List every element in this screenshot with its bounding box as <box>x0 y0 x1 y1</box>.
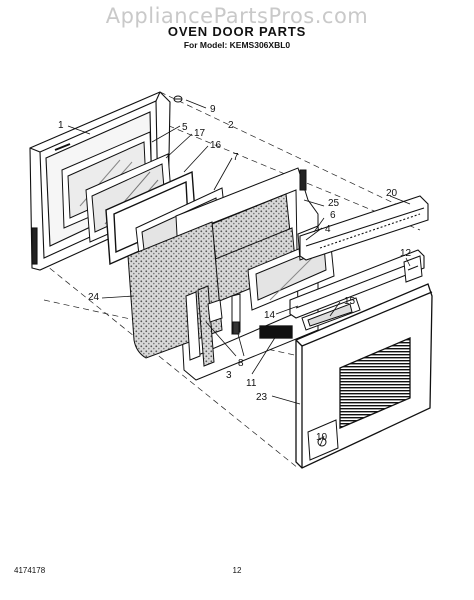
callout-7: 7 <box>233 152 239 163</box>
callout-10: 10 <box>316 432 328 443</box>
callout-leader-lines <box>67 99 411 447</box>
callout-17: 17 <box>194 128 206 139</box>
callout-23: 23 <box>256 392 268 403</box>
callout-6: 6 <box>330 210 336 221</box>
top-trim-part-20 <box>299 195 429 261</box>
callout-11: 11 <box>246 378 257 389</box>
callout-3: 3 <box>226 370 232 381</box>
page-subtitle: For Model: KEMS306XBL0 <box>183 40 291 50</box>
callout-12: 12 <box>400 248 412 259</box>
watermark: AppliancePartsPros.com <box>105 4 369 28</box>
page-number: 12 <box>232 566 242 575</box>
callout-4: 4 <box>325 224 331 235</box>
callout-20: 20 <box>386 188 398 199</box>
page-title: OVEN DOOR PARTS <box>167 24 307 39</box>
document-number: 4174178 <box>14 566 46 575</box>
callout-5: 5 <box>182 122 188 133</box>
outer-door-panel-part-23 <box>259 283 433 469</box>
callout-1: 1 <box>58 120 64 131</box>
callout-14: 14 <box>264 310 276 321</box>
screw-part-9 <box>173 95 183 103</box>
callout-16: 16 <box>210 140 222 151</box>
callout-2: 2 <box>228 120 234 131</box>
handle-part-14 <box>289 249 425 319</box>
callout-24: 24 <box>88 292 100 303</box>
bracket-part-8 <box>207 293 241 335</box>
callout-15: 15 <box>344 296 356 307</box>
callout-labels: 1 2 3 4 5 6 7 8 9 10 11 12 14 15 16 17 2… <box>58 104 412 443</box>
callout-9: 9 <box>210 104 216 115</box>
spacer-part-3 <box>185 285 215 367</box>
callout-25: 25 <box>328 198 340 209</box>
callout-8: 8 <box>238 358 244 369</box>
